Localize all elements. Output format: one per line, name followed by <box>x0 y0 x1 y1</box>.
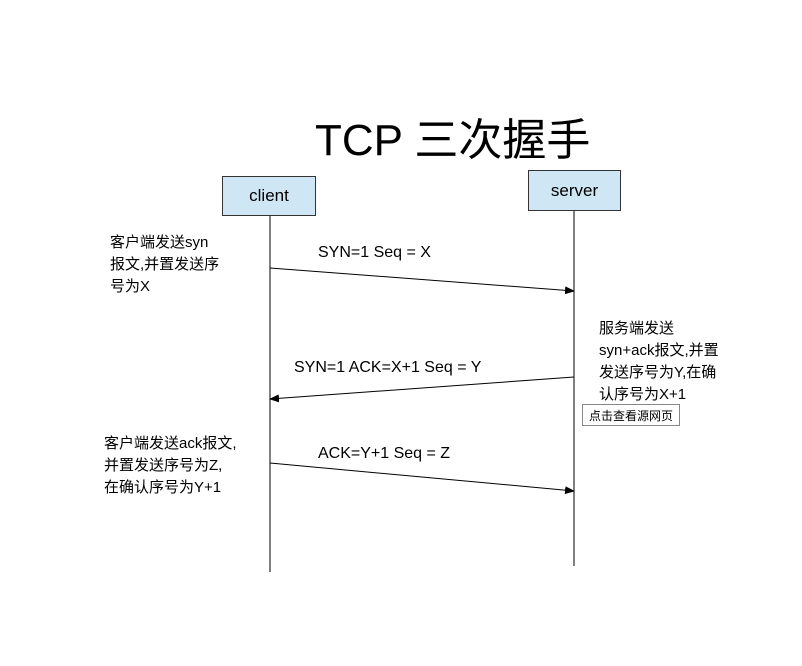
client-syn-note: 客户端发送syn 报文,并置发送序 号为X <box>110 232 219 298</box>
note-line: 并置发送序号为Z, <box>104 457 223 474</box>
syn-ack-message-label: SYN=1 ACK=X+1 Seq = Y <box>294 359 482 376</box>
note-line: 号为X <box>110 278 151 295</box>
note-line: 在确认序号为Y+1 <box>104 479 222 496</box>
note-line: 客户端发送ack报文, <box>104 435 237 452</box>
server-synack-note: 服务端发送 syn+ack报文,并置 发送序号为Y,在确 认序号为X+1 <box>599 318 719 406</box>
syn-arrow <box>269 267 575 295</box>
note-line: syn+ack报文,并置 <box>599 342 719 359</box>
syn-ack-arrow <box>269 376 575 403</box>
syn-message-label: SYN=1 Seq = X <box>318 244 431 261</box>
ack-message-label: ACK=Y+1 Seq = Z <box>318 445 451 462</box>
view-source-button[interactable]: 点击查看源网页 <box>582 404 680 426</box>
server-actor-box: server <box>528 170 621 211</box>
client-ack-note: 客户端发送ack报文, 并置发送序号为Z, 在确认序号为Y+1 <box>104 433 237 499</box>
note-line: 服务端发送 <box>599 320 675 337</box>
diagram-title: TCP 三次握手 <box>315 116 591 165</box>
note-line: 客户端发送syn <box>110 234 209 251</box>
note-line: 报文,并置发送序 <box>110 256 220 273</box>
client-actor-box: client <box>222 176 316 216</box>
note-line: 发送序号为Y,在确 <box>599 364 717 381</box>
ack-arrow <box>269 462 575 495</box>
note-line: 认序号为X+1 <box>599 386 687 403</box>
